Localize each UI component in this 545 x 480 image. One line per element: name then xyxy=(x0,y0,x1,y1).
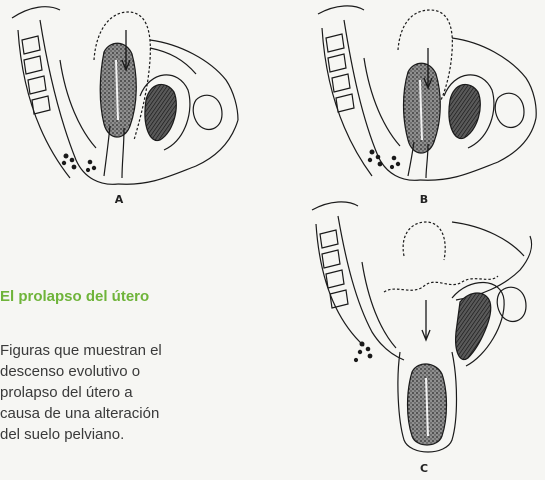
figure-label-b: B xyxy=(414,193,434,206)
uterus-a xyxy=(100,43,136,137)
panel-a xyxy=(12,7,238,185)
caption-line: prolapso del útero a xyxy=(0,382,230,403)
caption-title: El prolapso del útero xyxy=(0,288,149,305)
caption-line: descenso evolutivo o xyxy=(0,361,230,382)
rectum-a xyxy=(62,154,96,173)
rectum-c xyxy=(354,342,373,363)
caption-line: del suelo pelviano. xyxy=(0,424,230,445)
bladder-b xyxy=(449,84,480,138)
spine-c xyxy=(320,230,348,308)
panel-b xyxy=(318,6,536,180)
spine-b xyxy=(326,34,354,112)
bladder-a xyxy=(145,84,176,140)
caption-line: causa de una alteración xyxy=(0,403,230,424)
caption-body: Figuras que muestran el descenso evoluti… xyxy=(0,340,230,445)
figure-label-c: C xyxy=(414,462,434,475)
caption-line: Figuras que muestran el xyxy=(0,340,230,361)
panel-c xyxy=(312,202,532,452)
spine-a xyxy=(22,36,50,114)
figure-label-a: A xyxy=(109,193,129,206)
